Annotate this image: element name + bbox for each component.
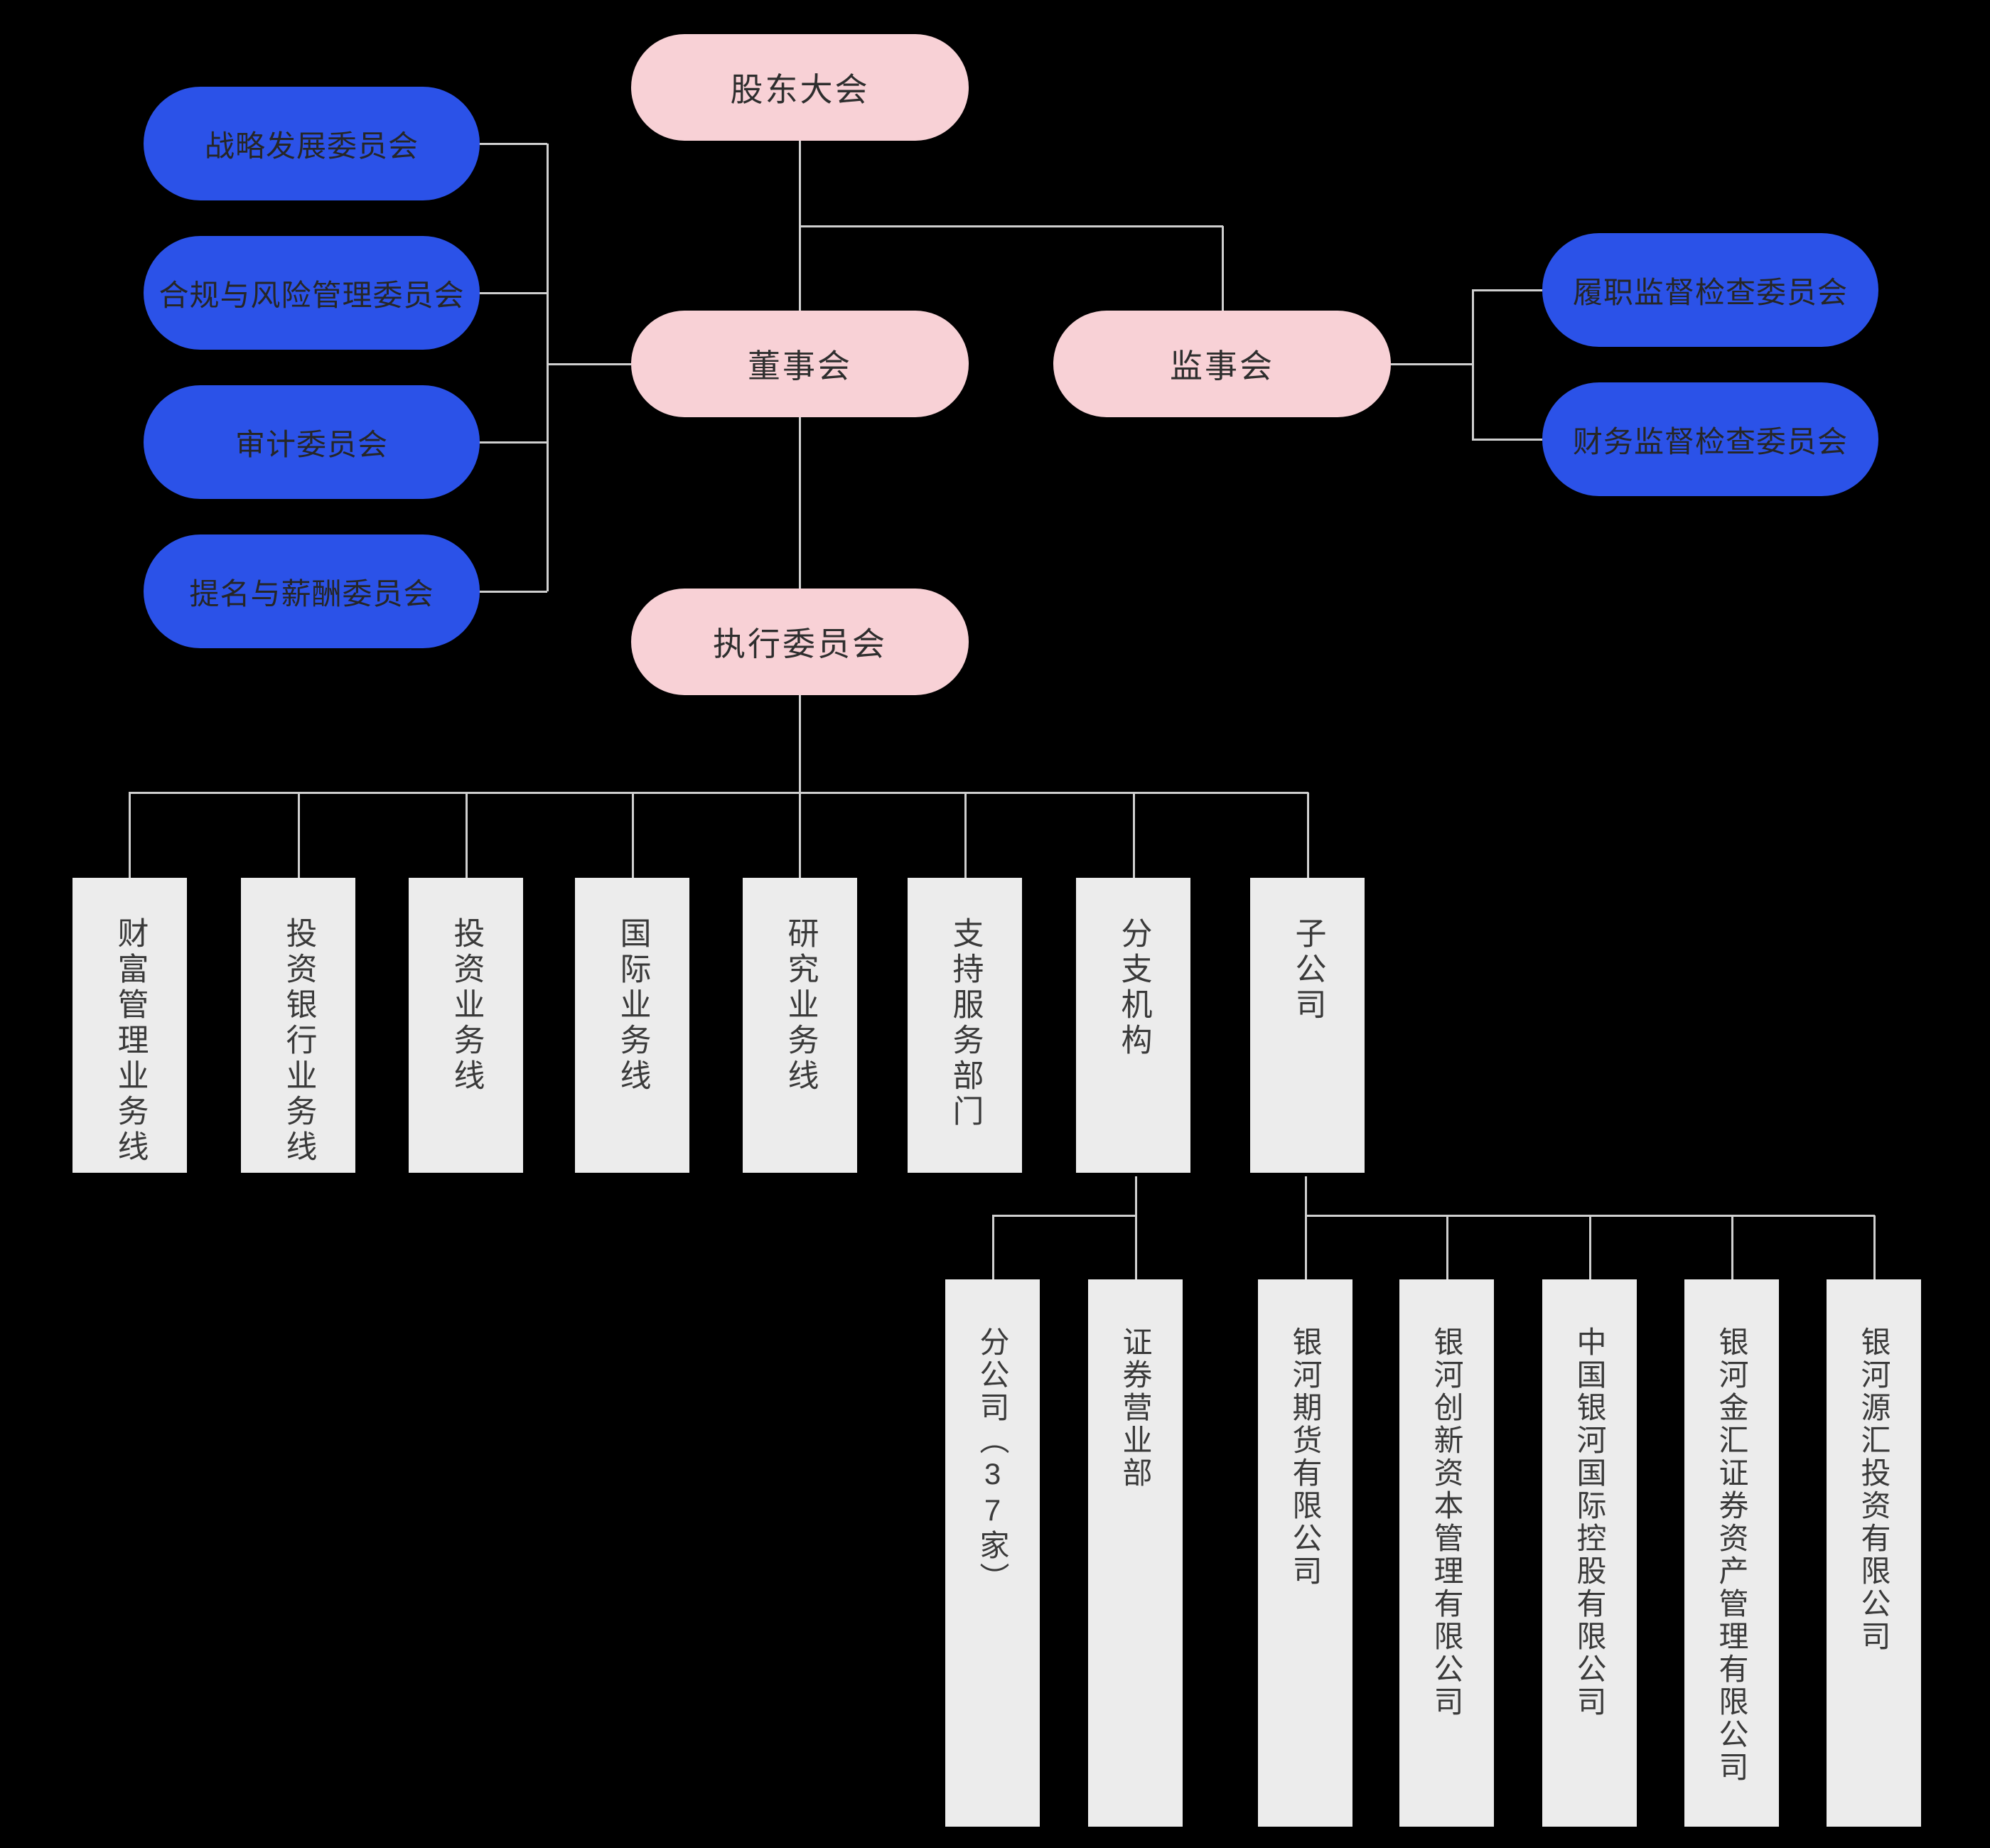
node-executive-committee: 执行委员会	[631, 589, 969, 695]
node-label: 合规与风险管理委员会	[158, 278, 465, 312]
connector	[992, 1215, 994, 1279]
node-label: 银河金汇证券资产管理有限公司	[1715, 1326, 1748, 1784]
node-label: 财务监督检查委员会	[1572, 424, 1848, 458]
connector	[129, 792, 1308, 794]
connector	[1589, 1215, 1591, 1279]
connector	[480, 441, 547, 444]
node-label: 财富管理业务线	[112, 917, 148, 1166]
connector	[1222, 226, 1224, 311]
node-label: 提名与薪酬委员会	[189, 576, 434, 611]
node-label: 子公司	[1290, 917, 1325, 1024]
node-compliance-risk-committee: 合规与风险管理委员会	[144, 236, 480, 350]
connector	[632, 793, 634, 878]
connector	[547, 363, 631, 365]
node-wealth-management-line: 财富管理业务线	[72, 878, 187, 1173]
node-financial-supervision-inspection-committee: 财务监督检查委员会	[1542, 382, 1878, 496]
connector	[1305, 1215, 1307, 1279]
connector	[1731, 1215, 1733, 1279]
connector	[992, 1215, 1136, 1217]
node-label: 分支机构	[1116, 917, 1151, 1059]
node-label: 执行委员会	[713, 625, 887, 662]
node-international-line: 国际业务线	[575, 878, 689, 1173]
connector	[298, 793, 300, 878]
node-branch-companies: 分公司（37家）	[945, 1279, 1040, 1827]
node-galaxy-innovation-capital: 银河创新资本管理有限公司	[1399, 1279, 1494, 1827]
node-label: 审计委员会	[235, 427, 388, 461]
node-duty-supervision-inspection-committee: 履职监督检查委员会	[1542, 233, 1878, 347]
node-label: 董事会	[748, 348, 852, 385]
connector	[480, 591, 547, 593]
node-label: 国际业务线	[615, 917, 650, 1095]
connector	[480, 292, 547, 294]
connector	[799, 695, 801, 793]
connector	[466, 793, 468, 878]
node-label: 股东大会	[730, 71, 870, 108]
connector	[799, 225, 1223, 227]
connector	[1472, 439, 1542, 441]
node-branch-organizations: 分支机构	[1076, 878, 1190, 1173]
node-label: 银河创新资本管理有限公司	[1430, 1326, 1463, 1719]
node-label: 履职监督检查委员会	[1572, 275, 1848, 309]
node-investment-banking-line: 投资银行业务线	[241, 878, 355, 1173]
node-label: 战略发展委员会	[204, 129, 419, 163]
connector	[964, 793, 967, 878]
connector	[1133, 793, 1135, 878]
node-nomination-remuneration-committee: 提名与薪酬委员会	[144, 534, 480, 648]
node-label: 监事会	[1170, 348, 1274, 385]
connector	[1135, 1215, 1137, 1279]
connector	[799, 417, 801, 589]
connector	[129, 793, 131, 878]
connector	[1873, 1215, 1876, 1279]
node-investment-line: 投资业务线	[409, 878, 523, 1173]
node-securities-business-outlets: 证券营业部	[1088, 1279, 1183, 1827]
connector	[799, 793, 801, 878]
node-strategy-development-committee: 战略发展委员会	[144, 87, 480, 200]
node-galaxy-jinhui-asset-management: 银河金汇证券资产管理有限公司	[1684, 1279, 1779, 1827]
connector	[1446, 1215, 1448, 1279]
node-label: 银河源汇投资有限公司	[1857, 1326, 1890, 1653]
node-label: 投资银行业务线	[281, 917, 316, 1166]
node-label: 银河期货有限公司	[1289, 1326, 1322, 1588]
node-label: 证券营业部	[1119, 1326, 1152, 1490]
node-label: 投资业务线	[448, 917, 484, 1095]
node-supervisory-board: 监事会	[1053, 311, 1391, 417]
node-board-of-directors: 董事会	[631, 311, 969, 417]
node-galaxy-futures: 银河期货有限公司	[1258, 1279, 1352, 1827]
node-china-galaxy-international-holdings: 中国银河国际控股有限公司	[1542, 1279, 1637, 1827]
connector	[1305, 1176, 1307, 1215]
connector	[1472, 289, 1542, 291]
connector	[1472, 290, 1474, 439]
node-support-services-departments: 支持服务部门	[908, 878, 1022, 1173]
connector	[1307, 793, 1309, 878]
connector	[480, 143, 547, 145]
node-research-line: 研究业务线	[743, 878, 857, 1173]
node-audit-committee: 审计委员会	[144, 385, 480, 499]
node-label: 中国银河国际控股有限公司	[1573, 1326, 1606, 1719]
node-subsidiaries: 子公司	[1250, 878, 1365, 1173]
connector	[547, 144, 549, 591]
connector	[1135, 1176, 1137, 1215]
node-shareholders-meeting: 股东大会	[631, 34, 969, 141]
node-label: 支持服务部门	[947, 917, 983, 1130]
connector	[1391, 363, 1473, 365]
node-galaxy-yuanhui-investment: 银河源汇投资有限公司	[1827, 1279, 1921, 1827]
node-label: 分公司（37家）	[976, 1326, 1009, 1595]
node-label: 研究业务线	[782, 917, 818, 1095]
